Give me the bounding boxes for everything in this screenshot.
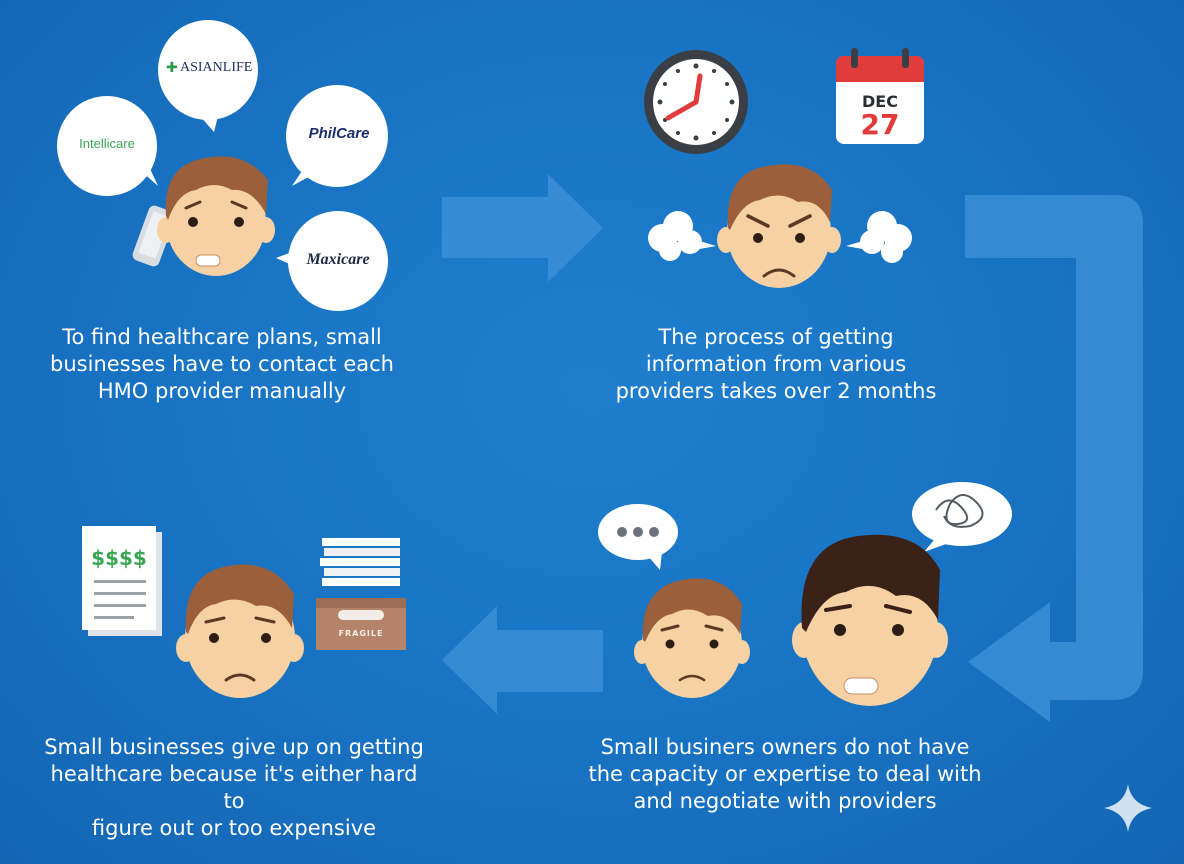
asianlife-logo: ASIANLIFE [180,60,253,75]
file-box-icon [316,538,406,650]
steam-icon [648,211,716,261]
flow-arrow-icon [965,195,1143,722]
clock-icon [644,50,748,154]
asianlife-bubble [158,20,258,132]
ellipsis-bubble-icon [598,504,678,570]
maxicare-bubble [276,211,388,311]
maxicare-logo: Maxicare [306,251,370,268]
calendar-month: DEC [862,92,898,111]
money-text: $$$$ [91,546,147,570]
box-label: FRAGILE [338,629,384,638]
intellicare-logo: Intellicare [79,136,135,151]
flow-arrow-icon [442,174,603,282]
calendar-day: 27 [860,108,900,141]
flow-arrow-icon [442,606,603,714]
calendar-icon [836,48,924,144]
steam-icon [846,211,912,263]
philcare-bubble [286,85,388,187]
worried-man-avatar [157,156,275,276]
sad-man-avatar [176,564,304,698]
angry-man-avatar [717,164,841,288]
scribble-bubble-icon [912,482,1012,552]
invoice-icon [82,526,162,636]
step-4-caption: Small businesses give up on getting heal… [44,735,424,840]
big-man-avatar [792,534,948,706]
step-3-caption: Small businers owners do not have the ca… [588,735,982,813]
step-1-caption: To find healthcare plans, small business… [50,325,394,403]
philcare-logo: PhilCare [308,125,370,142]
intellicare-bubble [57,96,158,196]
small-man-avatar [634,578,750,698]
step-2-caption: The process of getting information from … [615,325,937,403]
asianlife-cross-icon: ✚ [166,60,178,76]
